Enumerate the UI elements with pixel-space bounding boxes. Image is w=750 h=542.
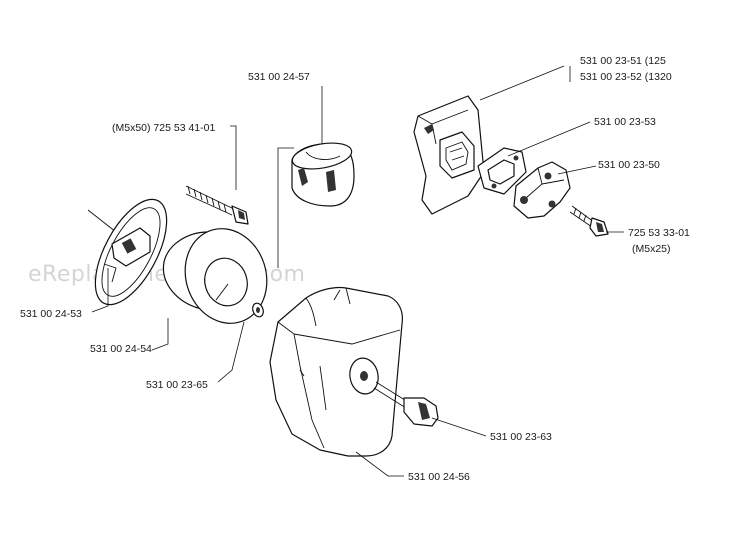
cover-knob (373, 381, 439, 427)
filter-holder-plate (87, 198, 168, 306)
air-filter-cover (269, 286, 403, 457)
label-531-00-23-52: 531 00 23-52 (1320 (580, 71, 672, 83)
label-531-00-23-63: 531 00 23-63 (490, 431, 552, 443)
label-531-00-24-57: 531 00 24-57 (248, 71, 310, 83)
label-531-00-24-53: 531 00 24-53 (20, 308, 82, 320)
label-725-53-33-01: 725 53 33-01 (628, 227, 690, 239)
bolt-m5x25 (569, 205, 609, 237)
intake-adapter (513, 161, 571, 219)
washer-small (252, 302, 264, 318)
air-filter-cylinder (162, 228, 268, 324)
label-531-00-23-51: 531 00 23-51 (125 (580, 55, 666, 67)
label-531-00-24-56: 531 00 24-56 (408, 471, 470, 483)
label-531-00-24-54: 531 00 24-54 (90, 343, 152, 355)
intake-gasket (477, 147, 527, 195)
bolt-m5x50 (185, 185, 249, 225)
label-531-00-23-65: 531 00 23-65 (146, 379, 208, 391)
label-531-00-23-50: 531 00 23-50 (598, 159, 660, 171)
leader-lines (91, 65, 624, 477)
label-725-53-33-01-size: (M5x25) (632, 243, 671, 255)
label-725-53-41-01: (M5x50) 725 53 41-01 (112, 122, 215, 134)
filter-housing-top (291, 142, 355, 207)
intake-plate (413, 95, 485, 215)
label-531-00-23-53: 531 00 23-53 (594, 116, 656, 128)
